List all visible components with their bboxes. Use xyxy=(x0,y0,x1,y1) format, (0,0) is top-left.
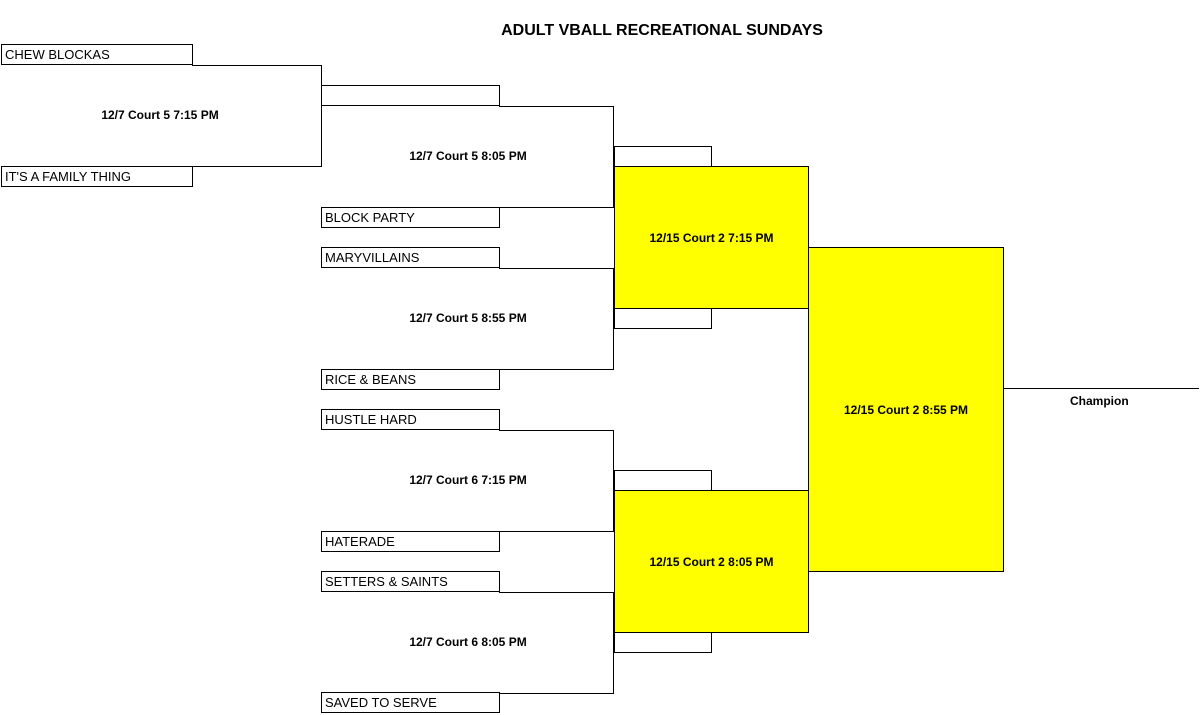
game-bracket-final xyxy=(808,247,1004,572)
game-label-3: 12/7 Court 5 8:55 PM xyxy=(409,311,527,325)
bracket-title: ADULT VBALL RECREATIONAL SUNDAYS xyxy=(501,22,823,39)
game-bracket-3 xyxy=(499,268,614,370)
team-slot-haterade: HATERADE xyxy=(321,531,500,552)
game-bracket-5 xyxy=(499,592,614,694)
game-label-final: 12/15 Court 2 8:55 PM xyxy=(843,403,969,417)
game-bracket-1 xyxy=(192,65,322,167)
game-bracket-4 xyxy=(499,430,614,532)
winner-slot-game-5 xyxy=(614,632,712,653)
team-slot-hustle-hard: HUSTLE HARD xyxy=(321,409,500,430)
game-bracket-7 xyxy=(614,490,809,633)
team-slot-rice-beans: RICE & BEANS xyxy=(321,369,500,390)
team-slot-family-thing: IT'S A FAMILY THING xyxy=(1,166,193,187)
winner-slot-game-4 xyxy=(614,470,712,491)
game-label-1-text: 12/7 Court 5 7:15 PM xyxy=(101,108,219,122)
team-slot-block-party: BLOCK PARTY xyxy=(321,207,500,228)
game-label-4: 12/7 Court 6 7:15 PM xyxy=(409,473,527,487)
winner-slot-game-3 xyxy=(614,308,712,329)
champion-label: Champion xyxy=(1070,394,1129,408)
team-slot-maryvillains: MARYVILLAINS xyxy=(321,247,500,268)
game-label-6: 12/15 Court 2 7:15 PM xyxy=(649,231,774,245)
game-label-7: 12/15 Court 2 8:05 PM xyxy=(649,555,774,569)
team-slot-saved-to-serve: SAVED TO SERVE xyxy=(321,692,500,713)
winner-slot-game-2 xyxy=(614,146,712,167)
game-label-2: 12/7 Court 5 8:05 PM xyxy=(409,149,527,163)
winner-slot-game-1 xyxy=(321,85,500,106)
champion-line xyxy=(1003,388,1199,389)
game-bracket-2 xyxy=(499,106,614,208)
game-label-5: 12/7 Court 6 8:05 PM xyxy=(409,635,527,649)
game-bracket-6 xyxy=(614,166,809,309)
team-slot-chew-blockas: CHEW BLOCKAS xyxy=(1,44,193,65)
team-slot-setters-saints: SETTERS & SAINTS xyxy=(321,571,500,592)
